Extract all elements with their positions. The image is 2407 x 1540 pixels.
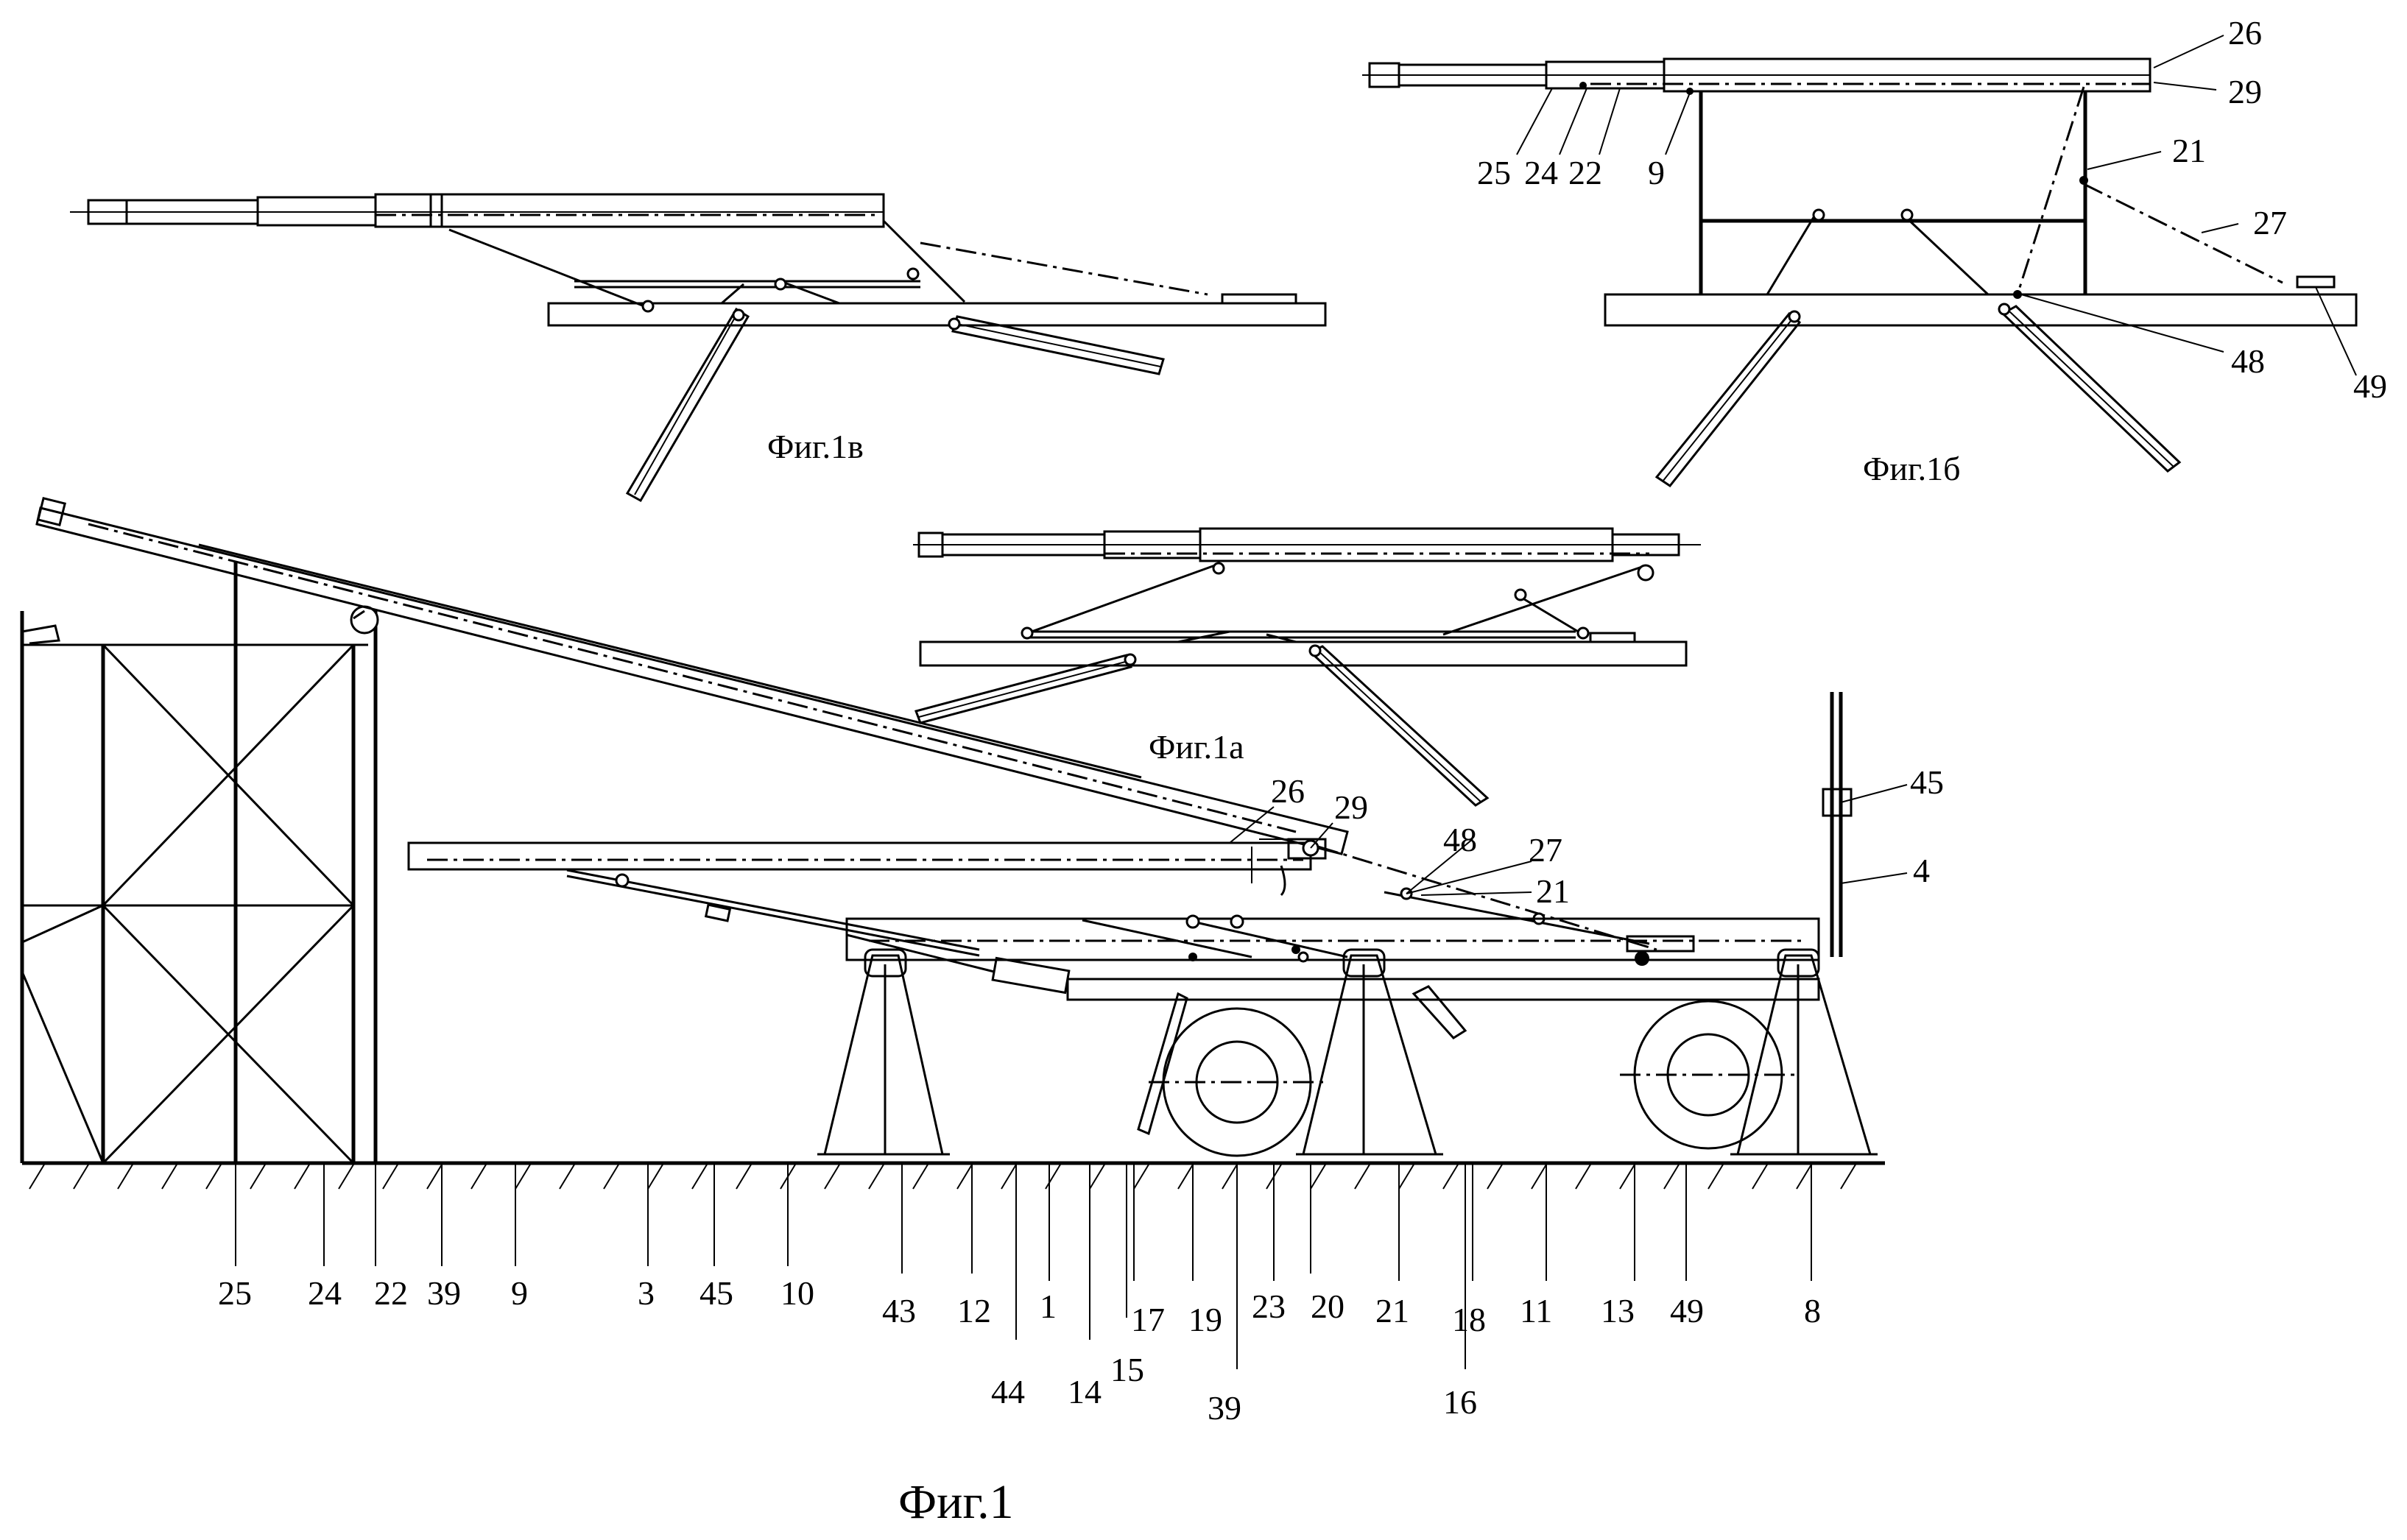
label-1: 1 [1040,1288,1057,1325]
caption-fig-1a: Фиг.1а [1149,728,1244,766]
bottom-leader-lines [236,1163,1811,1369]
label-16: 16 [1443,1383,1477,1421]
label-49: 49 [1670,1292,1704,1329]
label-39: 39 [1208,1389,1241,1427]
label-3: 3 [638,1274,655,1312]
label-44: 44 [991,1373,1025,1410]
label-45: 45 [699,1274,733,1312]
label-14: 14 [1068,1373,1102,1410]
label-20: 20 [1311,1288,1345,1325]
label-18: 18 [1452,1301,1486,1338]
label-27: 27 [1529,831,1562,869]
label-25: 25 [218,1274,252,1312]
label-29: 29 [2228,73,2262,110]
label-11: 11 [1520,1292,1552,1329]
figure-1b: 26 29 25 24 22 9 21 27 48 49 Фиг.1б [1362,14,2387,487]
label-21: 21 [2172,132,2206,169]
label-22: 22 [1568,154,1602,191]
label-48: 48 [1443,821,1477,858]
tower-structure [22,607,378,1163]
label-10: 10 [780,1274,814,1312]
label-25: 25 [1477,154,1511,191]
figure-1v: Фиг.1в [70,194,1325,501]
trailer-frame [847,692,1851,1000]
label-24: 24 [308,1274,342,1312]
label-45: 45 [1910,763,1944,801]
label-26: 26 [2228,14,2262,52]
inclined-beams [567,847,1657,956]
labels-fig-1-right: 26 29 48 27 21 45 4 [1271,763,1944,910]
label-26: 26 [1271,772,1305,810]
label-12: 12 [957,1292,991,1329]
label-22: 22 [374,1274,408,1312]
beam-9 [409,839,1325,895]
wheels [1149,1001,1797,1156]
caption-fig-1b: Фиг.1б [1863,450,1961,487]
label-29: 29 [1334,788,1368,826]
labels-fig-1-bottom: 25 24 22 39 9 3 45 10 43 12 1 17 19 23 2… [218,1274,1821,1427]
caption-fig-1v: Фиг.1в [767,428,864,465]
label-4: 4 [1913,852,1930,889]
inclined-boom [37,498,1347,1163]
labels-fig-1b: 26 29 25 24 22 9 21 27 48 49 [1477,14,2387,405]
label-9: 9 [1648,154,1665,191]
label-15: 15 [1110,1351,1144,1388]
label-39: 39 [427,1274,461,1312]
caption-fig-1: Фиг.1 [898,1475,1014,1529]
label-8: 8 [1804,1292,1821,1329]
label-21: 21 [1536,872,1570,910]
label-13: 13 [1601,1292,1635,1329]
label-43: 43 [882,1292,916,1329]
label-23: 23 [1252,1288,1286,1325]
label-24: 24 [1524,154,1558,191]
label-49: 49 [2353,367,2387,405]
label-27: 27 [2253,204,2287,241]
label-17: 17 [1131,1301,1165,1338]
support-stands [817,950,1878,1154]
figure-1a: Фиг.1а [913,529,1701,805]
label-21: 21 [1375,1292,1409,1329]
label-19: 19 [1188,1301,1222,1338]
label-48: 48 [2231,342,2265,380]
label-9: 9 [511,1274,528,1312]
figure-1-main: 26 29 48 27 21 45 4 [22,498,1944,1529]
